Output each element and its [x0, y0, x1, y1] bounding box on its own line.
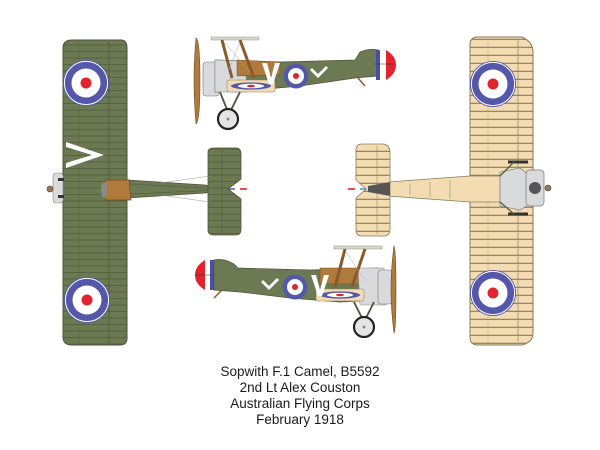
underside-roundel-bottom	[469, 269, 517, 317]
top-view-cowling	[102, 179, 132, 201]
underside-view	[348, 36, 552, 346]
caption-unit: Australian Flying Corps	[230, 396, 370, 411]
caption-block: Sopwith F.1 Camel, B5592 2nd Lt Alex Cou…	[150, 364, 450, 428]
top-view-tailplane	[207, 147, 242, 236]
side-code-chevron	[310, 66, 328, 78]
side-code-letter-v	[262, 63, 280, 84]
code-letter-v	[66, 142, 104, 168]
top-view	[46, 39, 247, 346]
port-side-view	[195, 244, 397, 339]
caption-pilot: 2nd Lt Alex Couston	[239, 380, 361, 395]
starboard-side-view	[193, 36, 396, 131]
caption-aircraft: Sopwith F.1 Camel, B5592	[220, 364, 380, 379]
upper-wing-roundel-bottom	[63, 276, 111, 324]
underside-roundel-top	[469, 60, 517, 108]
propeller	[193, 37, 201, 125]
upper-wing-roundel-top	[62, 59, 110, 107]
caption-date: February 1918	[256, 412, 344, 427]
